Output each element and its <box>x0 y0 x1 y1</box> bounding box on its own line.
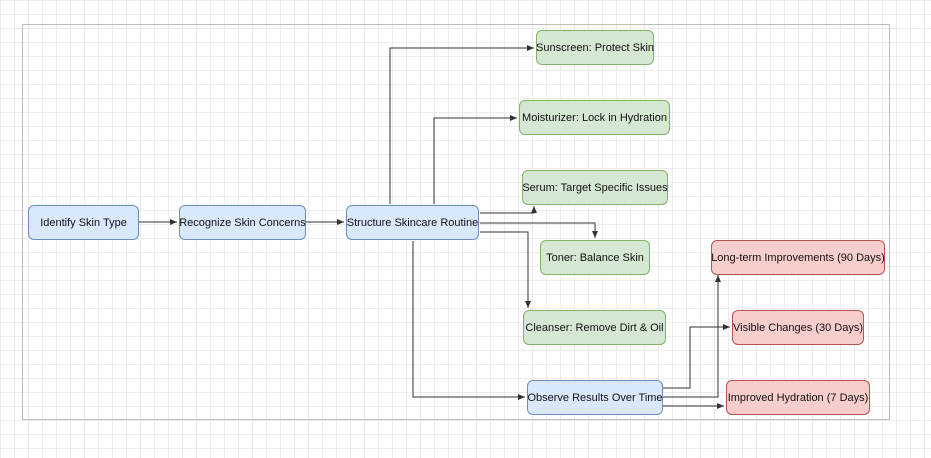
node-observe-results[interactable]: Observe Results Over Time <box>527 380 663 415</box>
node-structure-skincare-routine[interactable]: Structure Skincare Routine <box>346 205 479 240</box>
diagram-frame <box>22 24 890 420</box>
node-serum[interactable]: Serum: Target Specific Issues <box>522 170 668 205</box>
node-identify-skin-type[interactable]: Identify Skin Type <box>28 205 139 240</box>
node-toner[interactable]: Toner: Balance Skin <box>540 240 650 275</box>
edge-structure-to-sunscreen <box>389 45 534 204</box>
edge-structure-to-observe <box>412 241 525 400</box>
node-recognize-skin-concerns[interactable]: Recognize Skin Concerns <box>179 205 306 240</box>
node-improved-hydration[interactable]: Improved Hydration (7 Days) <box>726 380 870 415</box>
edge-observe-to-visible <box>663 324 730 389</box>
edge-structure-to-serum <box>480 206 537 214</box>
edge-structure-to-toner <box>480 222 598 238</box>
node-cleanser[interactable]: Cleanser: Remove Dirt & Oil <box>523 310 666 345</box>
node-visible-changes[interactable]: Visible Changes (30 Days) <box>732 310 864 345</box>
node-sunscreen[interactable]: Sunscreen: Protect Skin <box>536 30 654 65</box>
edge-observe-to-longterm <box>663 275 721 398</box>
node-long-term-improvements[interactable]: Long-term Improvements (90 Days) <box>711 240 885 275</box>
node-moisturizer[interactable]: Moisturizer: Lock in Hydration <box>519 100 670 135</box>
edge-structure-to-cleanser <box>480 231 531 308</box>
edge-structure-to-moisturizer <box>433 115 517 204</box>
